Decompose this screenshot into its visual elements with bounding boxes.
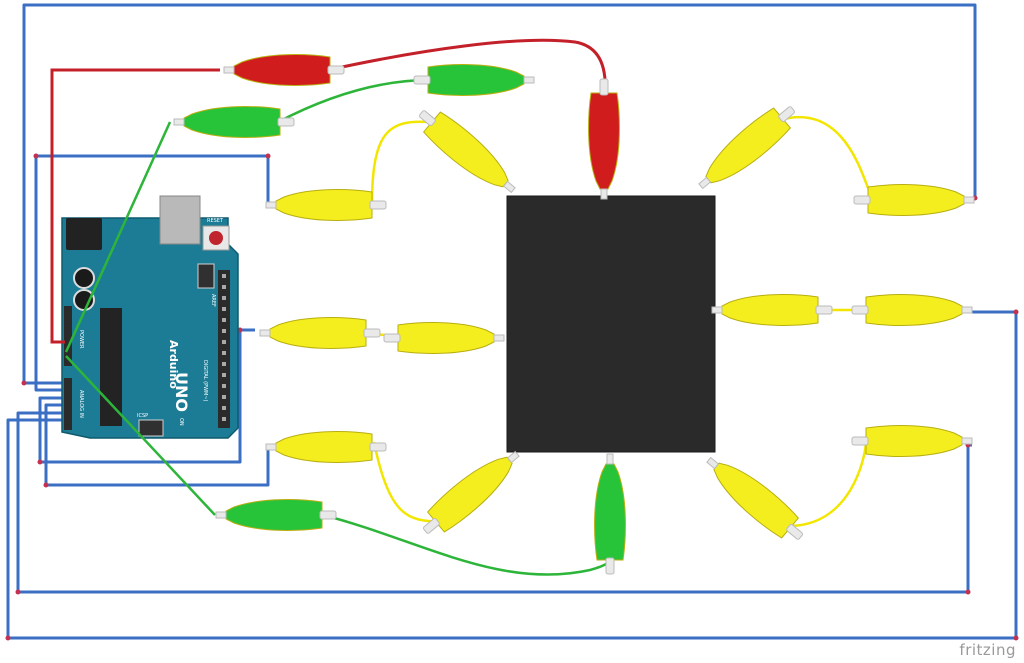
red-clip <box>223 54 345 86</box>
arduino-uno-board: RESET Arduino UNO AREF DIGITAL (PWM~) PO… <box>61 195 239 439</box>
yellow-clip <box>853 184 975 216</box>
wire-green-lower-b <box>322 513 612 576</box>
icsp2-header <box>197 263 215 289</box>
wire-blue-bottom-outer <box>6 310 1018 640</box>
yellow-clip <box>698 447 812 550</box>
arduino-logo-text: Arduino <box>167 340 180 389</box>
red-wire-5v <box>50 38 607 344</box>
reset-label: RESET <box>207 218 224 224</box>
analog-label: ANALOG IN <box>78 390 84 418</box>
wire-green-upper <box>64 121 172 353</box>
wire-blue-bottom-a5 <box>16 411 972 594</box>
yellow-clip <box>690 96 804 199</box>
yellow-clip <box>265 189 387 221</box>
yellow-clip <box>265 431 387 463</box>
analog-header <box>64 378 72 430</box>
icsp-header <box>138 419 164 437</box>
power-jack <box>66 218 102 250</box>
yellow-clip <box>414 441 528 544</box>
power-label: POWER <box>78 330 84 349</box>
wire-green-lower <box>65 355 216 516</box>
red-clip <box>588 78 620 200</box>
yellow-clip <box>851 294 973 326</box>
aref-label: AREF <box>210 294 216 307</box>
atmega-chip <box>100 308 122 426</box>
yellow-clip <box>851 425 973 457</box>
on-label: ON <box>178 418 184 426</box>
usb-port <box>159 195 201 245</box>
wire-green-upper-b <box>277 78 431 124</box>
blue-wire-endpoints <box>5 153 1019 641</box>
capacitor <box>73 267 95 289</box>
green-clip <box>173 106 295 138</box>
green-clip <box>215 499 337 531</box>
green-wires <box>64 78 612 576</box>
green-clip <box>413 64 535 96</box>
green-clip <box>594 453 626 575</box>
yellow-clip <box>383 322 505 354</box>
yellow-clip <box>259 317 381 349</box>
digital-label: DIGITAL (PWM~) <box>202 360 208 402</box>
fritzing-brand: fritzing <box>959 641 1016 659</box>
power-header <box>64 306 72 366</box>
digital-header <box>218 270 230 428</box>
capacitor <box>73 289 95 311</box>
yellow-clip <box>410 100 524 203</box>
uno-logo-text: UNO <box>172 372 191 412</box>
icsp-label: ICSP <box>137 413 148 419</box>
yellow-clip <box>711 294 833 326</box>
conductive-pad <box>506 195 716 453</box>
